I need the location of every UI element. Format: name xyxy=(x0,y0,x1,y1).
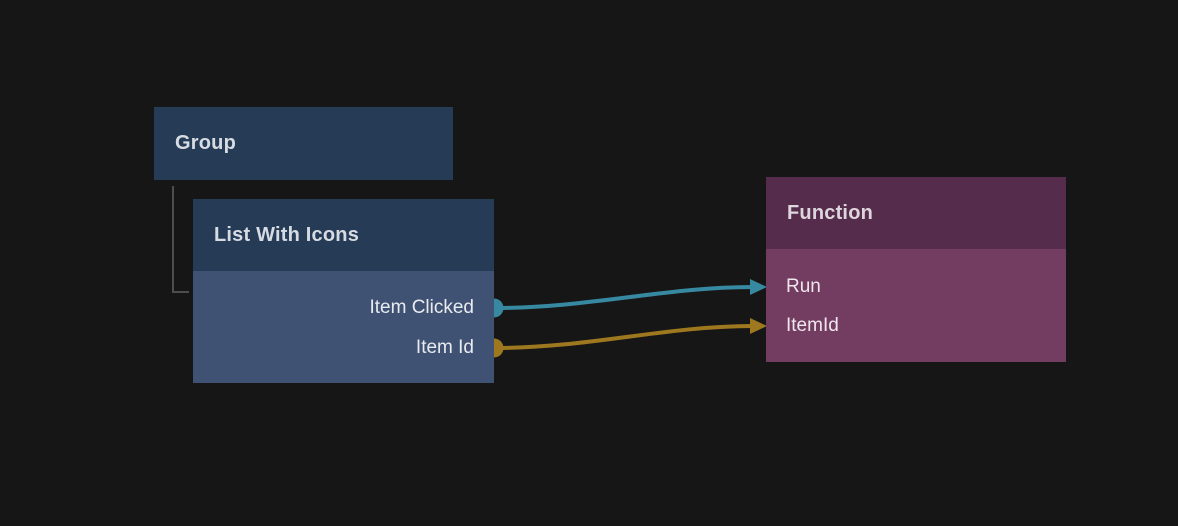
input-port-run-label: Run xyxy=(786,276,821,297)
node-function-body: Run ItemId xyxy=(766,249,1066,362)
node-list-with-icons-title: List With Icons xyxy=(214,223,360,246)
output-port-item-clicked-label: Item Clicked xyxy=(369,297,474,318)
node-function-header[interactable]: Function xyxy=(766,177,1066,249)
edge-item-clicked-to-run[interactable] xyxy=(492,285,755,310)
node-group-title: Group xyxy=(175,132,236,154)
edge-item-id-to-itemid[interactable] xyxy=(492,324,755,350)
node-function-title: Function xyxy=(787,201,874,224)
edge-arrowhead-run-icon[interactable] xyxy=(750,279,767,295)
input-port-itemid-label: ItemId xyxy=(786,315,839,336)
node-list-with-icons[interactable]: List With Icons Item Clicked Item Id xyxy=(193,199,494,383)
input-port-run[interactable]: Run xyxy=(786,267,821,307)
node-list-with-icons-header[interactable]: List With Icons xyxy=(193,199,494,271)
edge-arrowhead-itemid-icon[interactable] xyxy=(750,318,767,334)
input-port-itemid[interactable]: ItemId xyxy=(786,306,839,346)
node-group-header[interactable]: Group xyxy=(154,107,453,180)
output-port-item-id-label: Item Id xyxy=(415,337,474,358)
node-function[interactable]: Function Run ItemId xyxy=(766,177,1066,362)
group-child-connector-line xyxy=(172,186,189,293)
output-port-item-clicked[interactable]: Item Clicked xyxy=(369,288,474,328)
node-list-with-icons-body: Item Clicked Item Id xyxy=(193,271,494,383)
node-group[interactable]: Group xyxy=(154,107,453,180)
output-port-item-id[interactable]: Item Id xyxy=(416,328,474,368)
